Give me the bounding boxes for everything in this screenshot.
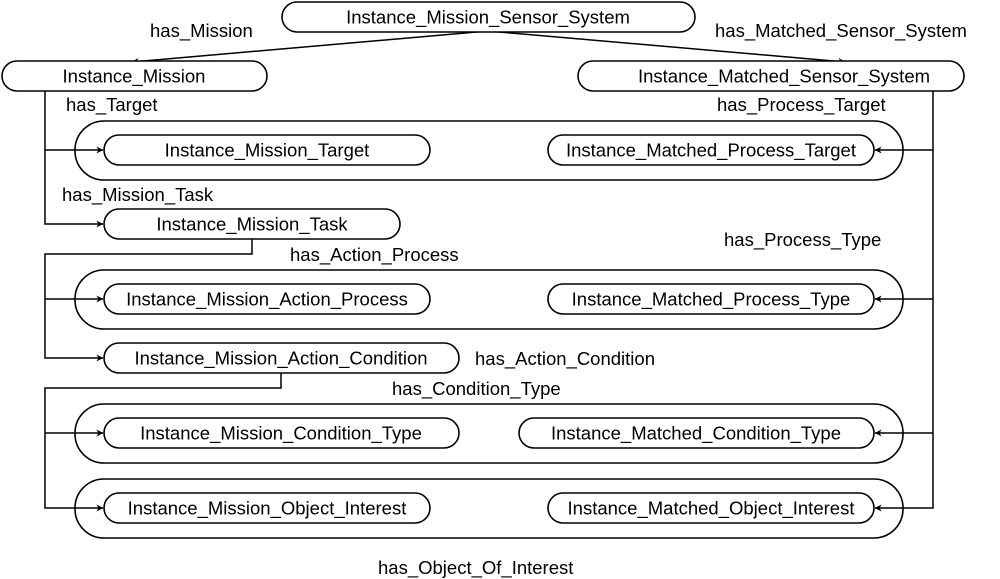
label-has-target: has_Target [66,94,158,116]
node-sensor-system-label: Instance_Mission_Sensor_System [346,7,630,29]
node-matched-sensor-system-label: Instance_Matched_Sensor_System [638,66,930,88]
label-has-object-of-interest: has_Object_Of_Interest [378,557,573,579]
node-matched-process-target: Instance_Matched_Process_Target [547,134,875,166]
node-matched-sensor-system: Instance_Matched_Sensor_System [577,60,965,92]
node-mission-object-interest: Instance_Mission_Object_Interest [103,492,431,524]
label-has-process-target: has_Process_Target [717,94,886,116]
node-mission-target: Instance_Mission_Target [103,134,431,166]
node-matched-condition-type-label: Instance_Matched_Condition_Type [551,423,841,445]
label-has-condition-type: has_Condition_Type [392,378,561,400]
label-has-process-type: has_Process_Type [724,229,881,251]
node-matched-condition-type: Instance_Matched_Condition_Type [518,417,875,449]
node-matched-object-interest-label: Instance_Matched_Object_Interest [568,498,855,520]
label-has-mission: has_Mission [150,20,253,42]
label-has-action-process: has_Action_Process [290,244,459,266]
node-matched-process-type-label: Instance_Matched_Process_Type [572,289,851,311]
node-mission-action-condition: Instance_Mission_Action_Condition [103,342,460,374]
node-mission-action-process-label: Instance_Mission_Action_Process [126,289,408,311]
node-mission-task-label: Instance_Mission_Task [156,214,348,236]
node-matched-process-type: Instance_Matched_Process_Type [547,283,875,315]
node-mission-target-label: Instance_Mission_Target [165,140,370,162]
edge-has-object-of-interest [44,373,282,512]
node-mission-task: Instance_Mission_Task [103,208,401,240]
edge-has-mission [131,30,489,65]
node-matched-process-target-label: Instance_Matched_Process_Target [566,140,856,162]
node-sensor-system: Instance_Mission_Sensor_System [281,1,696,33]
node-mission: Instance_Mission [1,60,268,92]
node-mission-label: Instance_Mission [63,66,206,88]
label-has-matched-sensor-system: has_Matched_Sensor_System [715,20,967,42]
label-has-mission-task: has_Mission_Task [62,184,214,206]
node-mission-object-interest-label: Instance_Mission_Object_Interest [128,498,407,520]
node-mission-action-process: Instance_Mission_Action_Process [103,283,431,315]
label-has-action-condition: has_Action_Condition [475,348,655,370]
edge-matched-object-interest [874,90,934,512]
node-mission-action-condition-label: Instance_Mission_Action_Condition [134,348,427,370]
node-mission-condition-type-label: Instance_Mission_Condition_Type [140,423,422,445]
edge-has-matched-sensor-system [487,30,846,65]
node-mission-condition-type: Instance_Mission_Condition_Type [103,417,460,449]
edge-has-action-condition [44,239,253,362]
node-matched-object-interest: Instance_Matched_Object_Interest [547,492,875,524]
edge-has-mission-task [44,90,104,228]
